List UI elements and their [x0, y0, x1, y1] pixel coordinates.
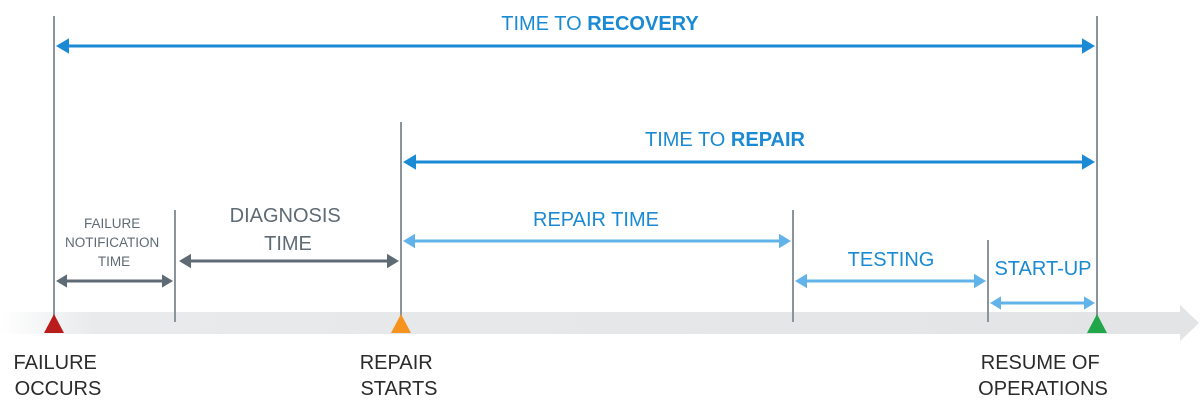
arrow-diagnosis-time-right-head — [387, 253, 399, 269]
arrow-failure-notification-time-left-head — [56, 274, 67, 288]
arrow-testing — [795, 273, 986, 289]
event-label-resume-of-operations: RESUME OF OPERATIONS — [978, 352, 1108, 400]
arrow-repair-time-left-head — [403, 233, 415, 249]
timeline-axis-band — [0, 312, 1182, 334]
arrow-diagnosis-time-left-head — [179, 253, 191, 269]
arrow-repair-time — [403, 233, 791, 249]
arrow-time-to-repair-right-head — [1082, 154, 1095, 170]
arrow-time-to-repair — [403, 154, 1095, 170]
span-label-diagnosis-time: DIAGNOSIS TIME — [230, 205, 347, 255]
arrow-repair-time-right-head — [779, 233, 791, 249]
span-label-time-to-repair: TIME TO REPAIR — [645, 129, 806, 151]
span-label-repair-time: REPAIR TIME — [533, 209, 659, 231]
timeline-axis — [0, 305, 1199, 341]
arrow-testing-left-head — [795, 273, 807, 289]
arrow-diagnosis-time — [179, 253, 399, 269]
arrow-time-to-recovery-right-head — [1082, 38, 1095, 54]
arrow-testing-right-head — [974, 273, 986, 289]
span-label-start-up: START-UP — [994, 258, 1091, 280]
arrow-start-up-right-head — [1084, 296, 1095, 310]
timeline-axis-arrowhead — [1180, 305, 1199, 341]
span-label-time-to-recovery: TIME TO RECOVERY — [501, 13, 699, 35]
event-label-repair-starts: REPAIR STARTS — [360, 352, 439, 400]
event-label-failure-occurs: FAILURE OCCURS — [14, 352, 103, 400]
arrow-failure-notification-time-right-head — [162, 274, 173, 288]
arrow-time-to-recovery — [56, 38, 1095, 54]
resume-marker — [1087, 314, 1107, 333]
arrow-time-to-recovery-left-head — [56, 38, 69, 54]
span-label-failure-notification-time: FAILURE NOTIFICATION TIME — [65, 216, 163, 269]
arrow-time-to-repair-left-head — [403, 154, 416, 170]
arrow-failure-notification-time — [56, 274, 173, 288]
span-label-testing: TESTING — [848, 249, 935, 271]
failure-marker — [44, 314, 64, 333]
repair-start-marker — [391, 314, 411, 333]
arrow-start-up-left-head — [990, 296, 1001, 310]
arrow-start-up — [990, 296, 1095, 310]
